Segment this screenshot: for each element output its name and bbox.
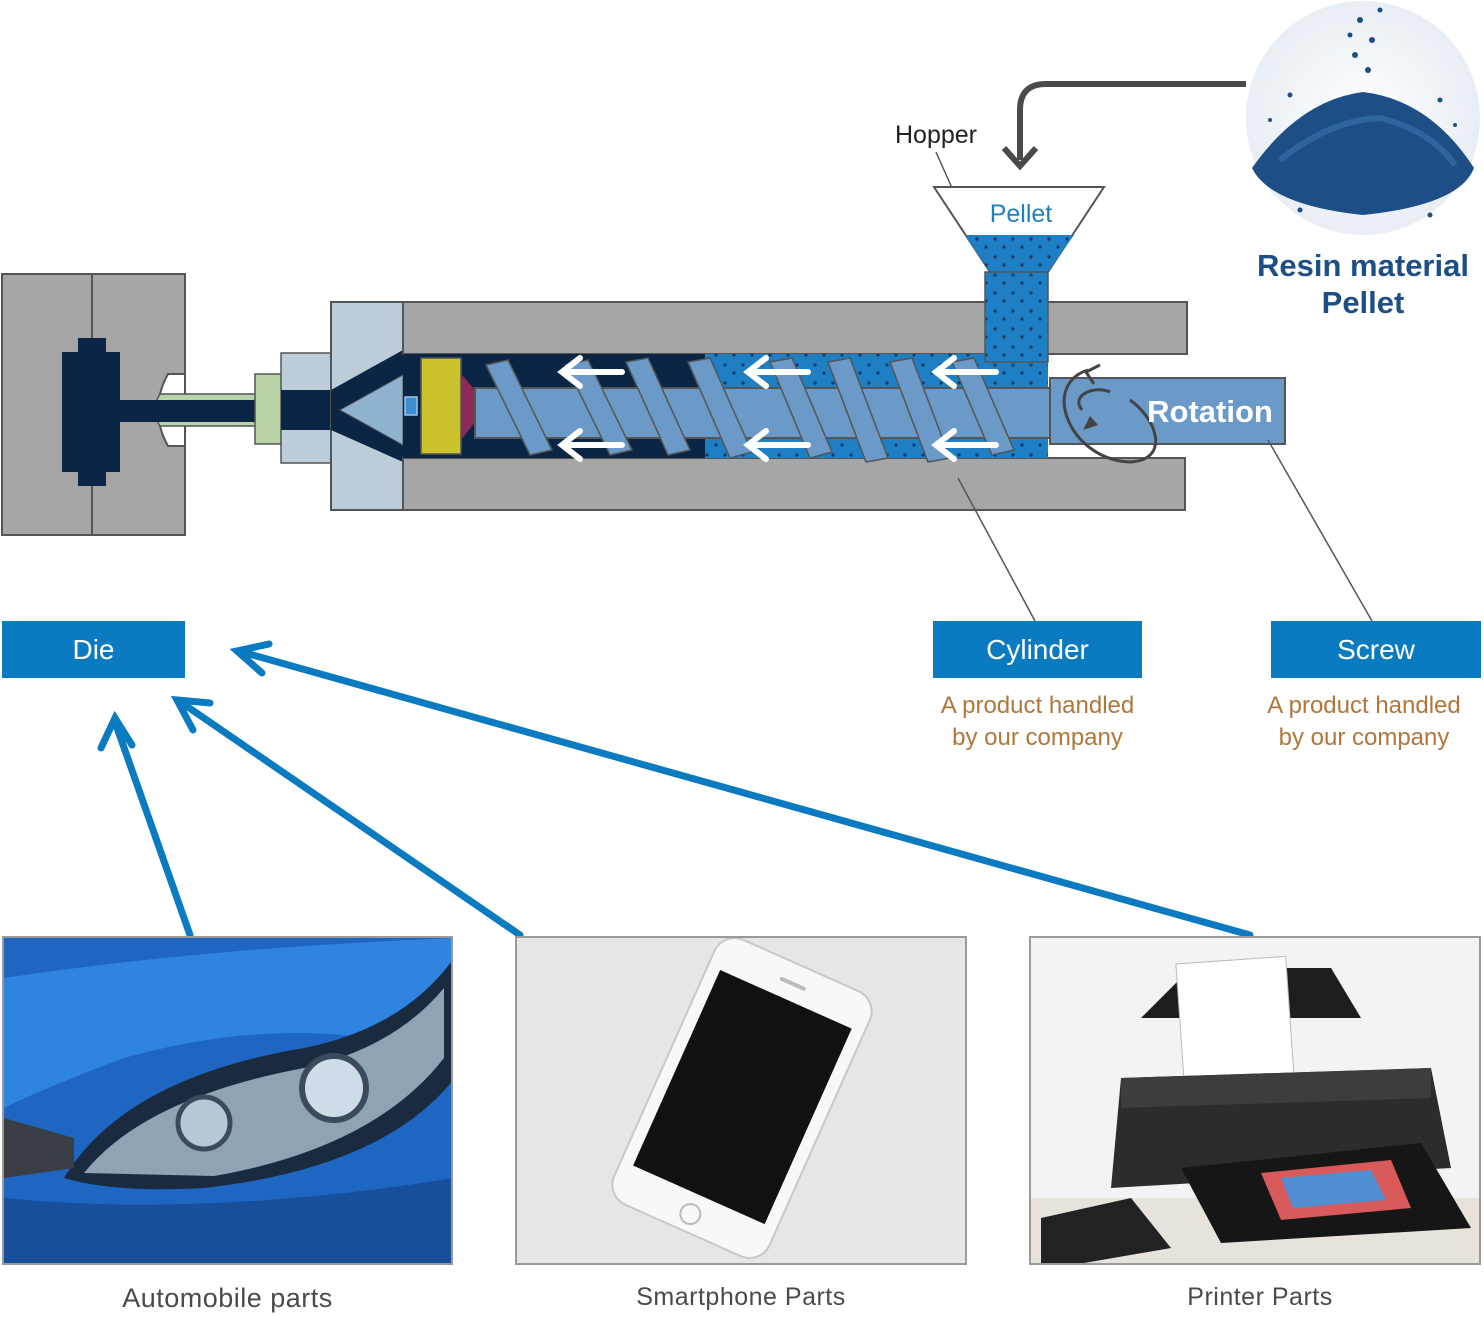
product-arrows: [97, 640, 1254, 939]
screw-note: A product handled by our company: [1244, 690, 1484, 754]
screw-box: Screw: [1271, 621, 1481, 678]
automobile-photo: [2, 936, 453, 1265]
resin-pellet-label: Pellet: [1322, 285, 1405, 320]
cylinder-note-line2: by our company: [952, 724, 1123, 751]
printer-caption: Printer Parts: [1187, 1283, 1333, 1311]
screw-leader-line: [1267, 439, 1373, 622]
hopper-label: Hopper: [895, 121, 977, 149]
resin-pellet-image: [1246, 1, 1480, 235]
smartphone-photo: [515, 936, 967, 1265]
screw-note-line1: A product handled: [1267, 692, 1461, 719]
screw-label: Screw: [1337, 633, 1415, 665]
screw-note-line2: by our company: [1278, 724, 1450, 751]
feed-arrow: [1017, 81, 1246, 160]
cylinder-box: Cylinder: [933, 621, 1142, 678]
barrel-head: [330, 301, 404, 511]
cylinder-note: A product handled by our company: [905, 690, 1170, 754]
automobile-caption: Automobile parts: [122, 1283, 333, 1313]
nozzle: [150, 352, 332, 464]
screw-tip: [461, 374, 475, 440]
hopper-leader-line: [935, 151, 953, 189]
resin-material-label: Resin material: [1257, 248, 1469, 283]
feed-arrow-head-icon: [1001, 146, 1039, 171]
die-label: Die: [72, 633, 115, 665]
die-box: Die: [2, 621, 185, 678]
cylinder-note-line1: A product handled: [940, 692, 1135, 719]
flow-arrows: [557, 355, 999, 462]
pellet-label: Pellet: [990, 200, 1053, 228]
smartphone-caption: Smartphone Parts: [636, 1283, 846, 1311]
rotation-label: Rotation: [1147, 394, 1273, 429]
cylinder-leader-line: [957, 477, 1036, 622]
cylinder-label: Cylinder: [986, 633, 1089, 665]
screw: [474, 357, 1286, 463]
mold-cavity: [62, 338, 120, 486]
printer-photo: [1029, 936, 1481, 1265]
rotation-arrow-icon: [1062, 363, 1158, 464]
check-ring: [420, 357, 462, 455]
hopper: [932, 186, 1106, 363]
